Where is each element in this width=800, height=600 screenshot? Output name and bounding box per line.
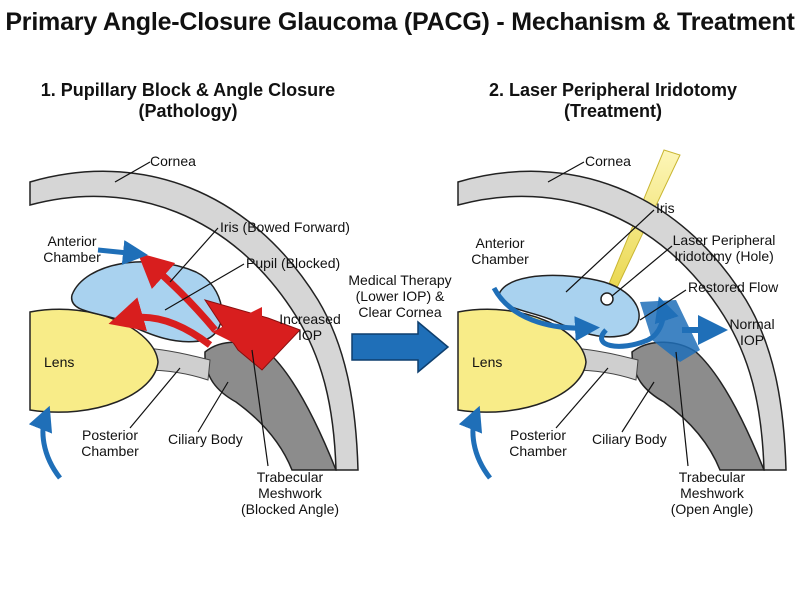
right-posterior-label-1: Posterior — [510, 427, 566, 443]
right-posterior-label-2: Chamber — [509, 443, 567, 459]
right-normal-label-2: IOP — [740, 332, 764, 348]
right-ciliary-body-shape — [631, 341, 766, 471]
left-red-flow-arrow-2 — [108, 297, 213, 348]
left-pupil-leader — [164, 263, 245, 311]
left-lens-label: Lens — [44, 354, 74, 370]
left-cornea-shape — [29, 170, 359, 471]
right-anterior-flow-arrow — [491, 286, 600, 342]
left-red-flow-arrow-1 — [137, 252, 218, 333]
left-panel-title-line1: 1. Pupillary Block & Angle Closure — [40, 80, 336, 100]
right-cornea-shape — [457, 170, 787, 471]
right-restored-flow-arrow — [599, 296, 679, 349]
right-anterior-label-1: Anterior — [475, 235, 524, 251]
left-posterior-label-1: Posterior — [82, 427, 138, 443]
right-lpi-label-2: Iridotomy (Hole) — [674, 248, 774, 264]
left-posterior-leader — [129, 367, 181, 429]
right-lpi-leader — [611, 245, 673, 297]
left-iris-leader — [169, 227, 219, 283]
big-right-arrow — [351, 320, 450, 374]
middle-label-3: Clear Cornea — [358, 304, 441, 320]
left-iris-label: Iris (Bowed Forward) — [220, 219, 350, 235]
right-restored-leader — [639, 289, 687, 321]
right-trab-label-3: (Open Angle) — [671, 501, 754, 517]
middle-label-2: (Lower IOP) & — [356, 288, 445, 304]
right-anterior-label-2: Chamber — [471, 251, 529, 267]
left-pupil-label: Pupil (Blocked) — [246, 255, 340, 271]
right-cornea-leader — [547, 161, 585, 183]
left-increased-label-2: IOP — [298, 327, 322, 343]
left-panel: Cornea Iris (Bowed Forward) Anterior Cha… — [28, 153, 359, 517]
right-ciliary-label: Ciliary Body — [592, 431, 667, 447]
page-title: Primary Angle-Closure Glaucoma (PACG) - … — [5, 8, 795, 36]
left-posterior-label-2: Chamber — [81, 443, 139, 459]
right-ciliary-leader — [621, 381, 655, 433]
left-zonule-band — [144, 347, 211, 381]
right-iris-shape — [498, 274, 640, 338]
right-blue-posterior-arrow — [458, 405, 492, 480]
iridotomy-hole — [600, 292, 614, 306]
right-lpi-label-1: Laser Peripheral — [673, 232, 776, 248]
middle-transition: Medical Therapy (Lower IOP) & Clear Corn… — [348, 272, 452, 374]
left-cornea-label: Cornea — [150, 153, 196, 169]
left-ciliary-label: Ciliary Body — [168, 431, 243, 447]
right-restored-label: Restored Flow — [688, 279, 779, 295]
right-cornea-label: Cornea — [585, 153, 631, 169]
left-ciliary-leader — [197, 381, 229, 433]
right-normal-label-1: Normal — [729, 316, 774, 332]
left-blue-anterior-arrow — [97, 240, 148, 265]
right-panel-title-line2: (Treatment) — [563, 101, 662, 121]
left-trab-label-1: Trabecular — [257, 469, 324, 485]
middle-label-1: Medical Therapy — [348, 272, 451, 288]
right-zonule-band — [571, 347, 639, 381]
left-anterior-label-1: Anterior — [47, 233, 96, 249]
right-trabecular-leader — [675, 351, 689, 467]
left-anterior-label-2: Chamber — [43, 249, 101, 265]
right-panel: Cornea Iris Anterior Chamber Laser Perip… — [457, 149, 787, 517]
right-iris-leader — [565, 209, 655, 293]
left-panel-title-line2: (Pathology) — [138, 101, 238, 121]
left-cornea-leader — [114, 161, 151, 183]
left-trabecular-leader — [251, 349, 269, 467]
right-panel-title-line1: 2. Laser Peripheral Iridotomy — [488, 80, 738, 100]
right-iris-label: Iris — [656, 200, 675, 216]
left-panel-title: 1. Pupillary Block & Angle Closure (Path… — [18, 80, 358, 122]
left-blue-posterior-arrow — [28, 405, 62, 480]
left-trab-label-2: Meshwork — [258, 485, 323, 501]
right-posterior-leader — [555, 367, 609, 429]
right-panel-title: 2. Laser Peripheral Iridotomy (Treatment… — [443, 80, 783, 122]
right-trab-label-2: Meshwork — [680, 485, 745, 501]
right-lens-label: Lens — [472, 354, 502, 370]
left-trab-label-3: (Blocked Angle) — [241, 501, 339, 517]
left-increased-label-1: Increased — [279, 311, 340, 327]
right-trab-label-1: Trabecular — [679, 469, 746, 485]
